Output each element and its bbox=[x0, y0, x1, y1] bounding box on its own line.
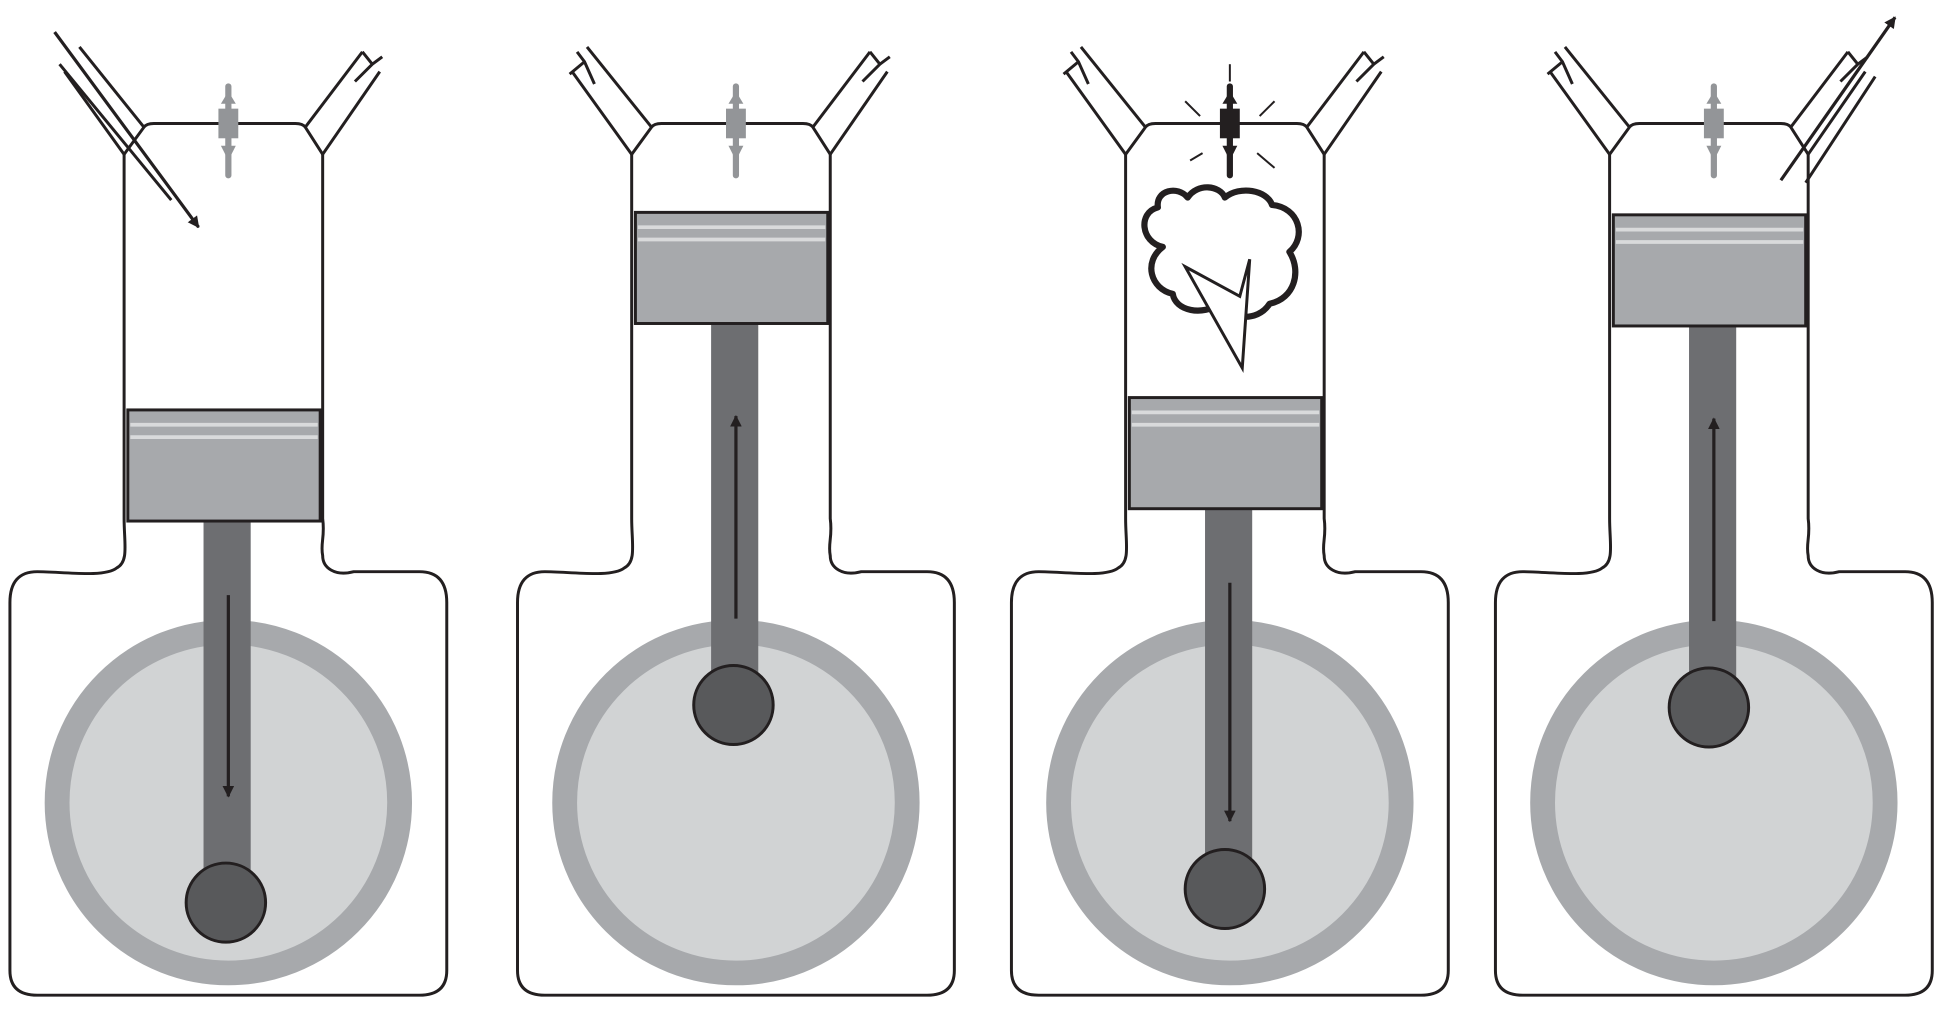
spark-plug-body bbox=[1703, 108, 1724, 139]
piston bbox=[126, 408, 322, 523]
spark-ray bbox=[1256, 152, 1276, 169]
exhaust-port-wall bbox=[1322, 70, 1383, 156]
spark-plug-tip bbox=[728, 91, 744, 104]
spark-plug-electrode bbox=[1222, 145, 1238, 161]
intake-port-wall bbox=[1079, 45, 1147, 129]
stroke-panel-exhaust bbox=[1493, 16, 1934, 997]
intake-flow-line bbox=[58, 63, 173, 201]
exhaust-port-wall bbox=[321, 70, 381, 156]
intake-valve bbox=[1062, 50, 1090, 85]
spark-plug-electrode bbox=[220, 145, 236, 161]
spark-plug-tip bbox=[220, 91, 236, 104]
exhaust-port-wall bbox=[829, 70, 889, 156]
exhaust-valve bbox=[861, 50, 891, 83]
spark-plug-tip bbox=[1706, 91, 1722, 104]
explosion-bolt-icon bbox=[1181, 258, 1252, 374]
spark-plug-tip bbox=[1222, 91, 1238, 104]
engine-block-outline bbox=[8, 154, 449, 997]
piston bbox=[1611, 213, 1808, 328]
spark-plug-electrode bbox=[728, 145, 744, 161]
crank-pin bbox=[1667, 666, 1751, 749]
spark-plug-electrode bbox=[1706, 145, 1722, 161]
intake-port-wall bbox=[570, 70, 633, 156]
spark-ray bbox=[1258, 100, 1276, 117]
crank-pin bbox=[692, 664, 775, 747]
intake-port-wall bbox=[1563, 45, 1631, 129]
spark-ray bbox=[1184, 100, 1201, 117]
explosion-cloud-icon bbox=[1141, 184, 1302, 320]
engine-block-outline bbox=[1009, 154, 1450, 997]
exhaust-port-wall bbox=[1806, 70, 1867, 156]
intake-port-wall bbox=[1064, 70, 1127, 156]
piston bbox=[1127, 396, 1324, 511]
engine-block-outline bbox=[516, 154, 956, 997]
exhaust-port-wall bbox=[1789, 50, 1850, 129]
stroke-panel-power bbox=[1009, 45, 1450, 997]
exhaust-flow-arrow bbox=[1779, 16, 1897, 182]
exhaust-port-wall bbox=[811, 50, 872, 129]
spark-plug-body bbox=[1219, 108, 1240, 139]
spark-ray bbox=[1189, 152, 1204, 162]
intake-flow-arrow bbox=[53, 31, 200, 229]
exhaust-port-wall bbox=[304, 50, 364, 129]
stroke-panel-intake bbox=[8, 31, 449, 997]
crank-pin bbox=[1183, 848, 1267, 930]
intake-valve bbox=[1546, 50, 1574, 85]
exhaust-port-wall bbox=[1305, 50, 1366, 129]
spark-plug-body bbox=[218, 108, 239, 139]
intake-port-wall bbox=[63, 70, 126, 156]
exhaust-flow-line bbox=[1804, 75, 1877, 184]
engine-block-outline bbox=[1493, 154, 1934, 997]
exhaust-valve bbox=[353, 50, 384, 83]
intake-port-wall bbox=[1548, 70, 1611, 156]
spark-plug-body bbox=[726, 108, 746, 139]
intake-valve bbox=[568, 50, 596, 85]
crank-pin bbox=[184, 861, 268, 944]
intake-port-wall bbox=[585, 45, 653, 129]
stroke-panel-compression bbox=[516, 45, 956, 997]
exhaust-valve bbox=[1355, 50, 1385, 83]
intake-port-wall bbox=[78, 45, 146, 129]
piston bbox=[633, 210, 830, 325]
